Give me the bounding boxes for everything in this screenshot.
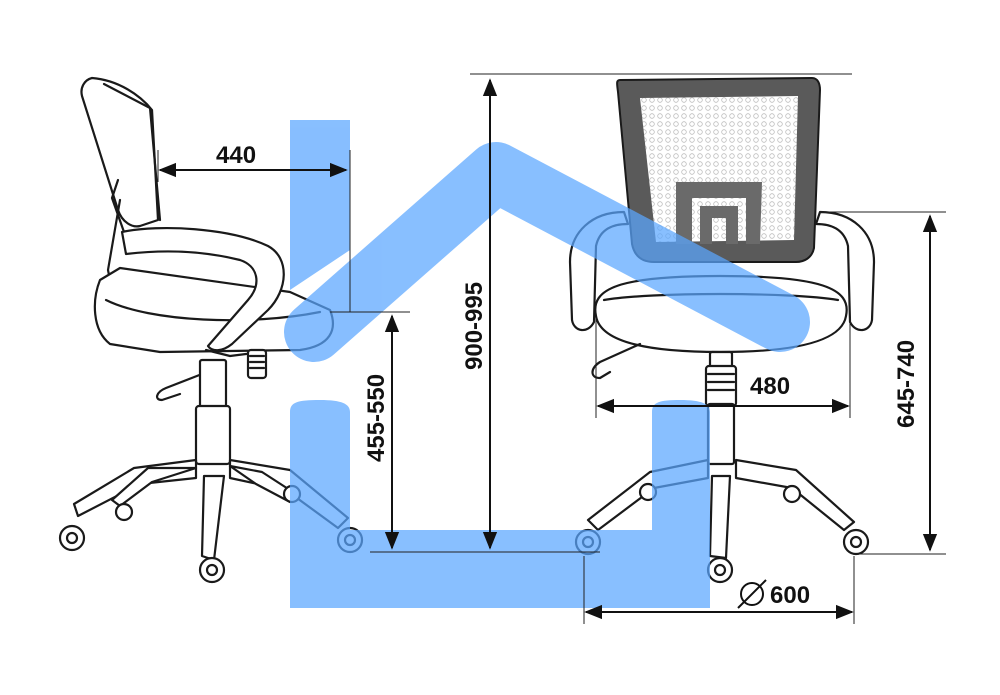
- house-body: [290, 400, 710, 608]
- side-view-chair: [58, 76, 364, 584]
- diameter-symbol-icon: [740, 582, 764, 606]
- front-view-chair: [568, 76, 876, 584]
- seat-depth-label: 440: [216, 142, 256, 169]
- base-diameter-label: 600: [770, 582, 810, 609]
- armrest-height-label: 645-740: [893, 340, 920, 428]
- house-left-wall: [290, 120, 350, 290]
- seat-height-label: 455-550: [363, 374, 390, 462]
- diameter-symbol-slash: [737, 579, 767, 609]
- total-height-label: 900-995: [461, 282, 488, 370]
- seat-width-label: 480: [750, 373, 790, 400]
- dimension-lines: [157, 73, 946, 624]
